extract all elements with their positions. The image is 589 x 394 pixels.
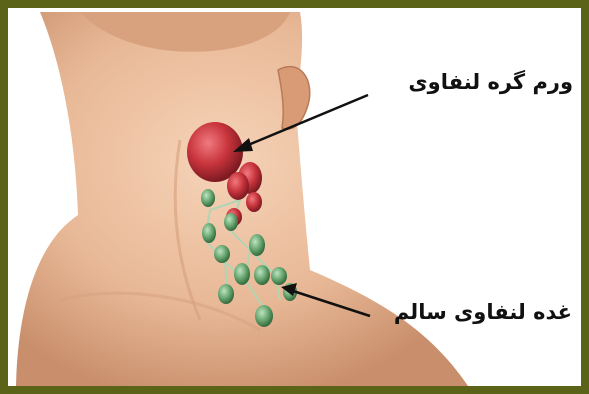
healthy-node-label: غده لنفاوی سالم	[392, 300, 572, 324]
healthy-node	[271, 267, 287, 285]
healthy-node	[255, 305, 273, 327]
healthy-node	[218, 284, 234, 304]
swollen-node-label: ورم گره لنفاوی	[403, 70, 573, 94]
ear-shape	[278, 67, 310, 129]
healthy-node	[234, 263, 250, 285]
healthy-node	[202, 223, 216, 243]
swollen-node-lower	[246, 192, 262, 212]
healthy-node	[214, 245, 230, 263]
healthy-node	[201, 189, 215, 207]
healthy-node	[254, 265, 270, 285]
healthy-node	[224, 213, 238, 231]
swollen-node-small	[227, 172, 249, 200]
healthy-node	[249, 234, 265, 256]
